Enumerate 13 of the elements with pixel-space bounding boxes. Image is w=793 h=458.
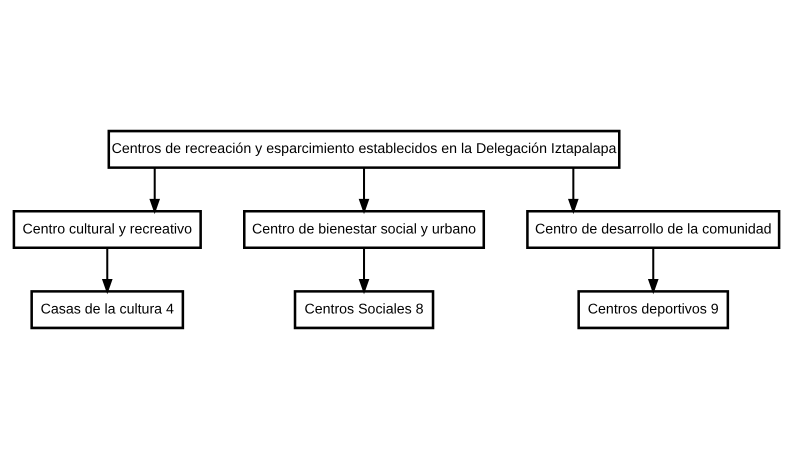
node-box: Centros Sociales 8 — [294, 290, 434, 329]
node-box: Centro cultural y recreativo — [12, 209, 202, 249]
arrow — [149, 167, 160, 214]
arrow — [648, 248, 659, 294]
arrow — [358, 167, 370, 214]
node-box: Centros de recreación y esparcimiento establecidos en la Delegación Iztapalapa — [108, 129, 621, 168]
arrow — [358, 248, 370, 294]
arrow — [102, 248, 113, 294]
node-box: Centro de desarrollo de la comunidad — [526, 209, 780, 249]
arrow — [568, 167, 579, 214]
node-box: Centro de bienestar social y urbano — [243, 209, 486, 249]
node-box: Casas de la cultura 4 — [30, 290, 184, 329]
node-box: Centros deportivos 9 — [577, 290, 730, 329]
